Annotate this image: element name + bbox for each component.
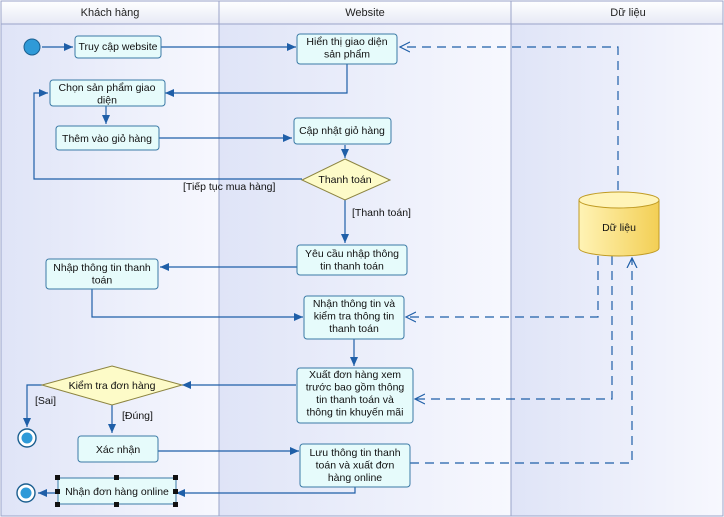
label-correct: [Đúng] (122, 410, 153, 422)
selection-handle[interactable] (55, 502, 60, 507)
node-label-update-cart: Cập nhật giỏ hàng (299, 125, 385, 137)
lane-data-title: Dữ liệu (610, 7, 646, 19)
activity-save-export (299, 443, 411, 488)
node-label-choose-product: Chọn sản phẩm giao (59, 82, 156, 94)
node-label-receive-check: kiểm tra thông tin (314, 311, 395, 323)
decision-checkout (300, 158, 392, 201)
selection-handle[interactable] (55, 489, 60, 494)
node-label-receive-check: thanh toán (329, 323, 379, 335)
activity-confirm (77, 435, 159, 463)
node-label-confirm: Xác nhận (96, 444, 141, 456)
node-label-save-export: toán và xuất đơn (316, 460, 395, 472)
activity-add-to-cart (55, 125, 160, 151)
node-label-datastore: Dữ liệu (602, 222, 636, 234)
activity-enter-info (45, 258, 159, 290)
selection-handle[interactable] (173, 502, 178, 507)
node-label-export-order: thông tin khuyến mãi (307, 407, 404, 419)
dataflow-db-show (400, 47, 619, 190)
activity-receive-check (303, 295, 405, 340)
selection-handle[interactable] (173, 489, 178, 494)
decision-check-order (40, 365, 184, 406)
flow-show-choose (165, 64, 348, 97)
start-node (23, 38, 41, 56)
selection-handles[interactable] (55, 475, 178, 507)
label-pay: [Thanh toán] (352, 207, 411, 219)
activity-choose-product (49, 79, 166, 107)
selection-handle[interactable] (114, 475, 119, 480)
activities (45, 33, 414, 505)
data-flows (400, 47, 632, 464)
dataflow-db-receive (406, 256, 599, 317)
lane-data-header (510, 0, 724, 25)
activity-access-website (74, 35, 162, 59)
node-label-save-export: Lưu thông tin thanh (309, 447, 400, 459)
node-label-export-order: Xuất đơn hàng xem (309, 369, 401, 381)
flow-enter-receive (91, 289, 303, 321)
activity-request-info (296, 244, 408, 276)
flow-continue-shopping (33, 89, 302, 180)
lane-data-body (510, 23, 724, 517)
dataflow-db-export (415, 256, 613, 399)
node-label-enter-info: Nhập thông tin thanh (53, 262, 151, 274)
activity-update-cart (293, 117, 392, 145)
lane-website-title: Website (345, 7, 385, 19)
datastore-cylinder (578, 191, 660, 257)
flow-save-receive (176, 487, 356, 497)
selection-handle[interactable] (114, 502, 119, 507)
node-label-export-order: tin thanh toán và (316, 394, 394, 406)
node-label-add-to-cart: Thêm vào giỏ hàng (62, 133, 152, 145)
node-label-check-order: Kiểm tra đơn hàng (69, 380, 156, 392)
node-label-enter-info: toán (92, 275, 113, 287)
node-label-access-website: Truy cập website (79, 41, 158, 53)
flow-check-end-wrong (23, 384, 42, 427)
node-label-receive-order: Nhận đơn hàng online (65, 486, 169, 498)
selection-handle[interactable] (55, 475, 60, 480)
lane-customer-title: Khách hàng (81, 7, 140, 19)
node-label-checkout-decision: Thanh toán (318, 174, 371, 186)
activity-show-products (296, 33, 398, 65)
activity-export-order (296, 367, 414, 424)
end-node-final (16, 483, 36, 503)
label-continue-shopping: [Tiếp tục mua hàng] (183, 181, 275, 193)
node-label-export-order: trước bao gồm thông (306, 382, 405, 394)
node-label-choose-product: diện (97, 95, 117, 107)
selection-handle[interactable] (173, 475, 178, 480)
control-flows (23, 43, 358, 497)
node-label-show-products: Hiển thị giao diện (306, 36, 387, 48)
node-label-receive-check: Nhận thông tin và (313, 298, 395, 310)
node-label-request-info: Yêu cầu nhập thông (305, 248, 399, 260)
label-wrong: [Sai] (35, 395, 56, 407)
end-node-wrong (17, 428, 37, 448)
node-label-show-products: sản phẩm (324, 49, 370, 61)
node-label-request-info: tin thanh toán (320, 261, 384, 273)
node-label-save-export: hàng online (328, 472, 382, 484)
